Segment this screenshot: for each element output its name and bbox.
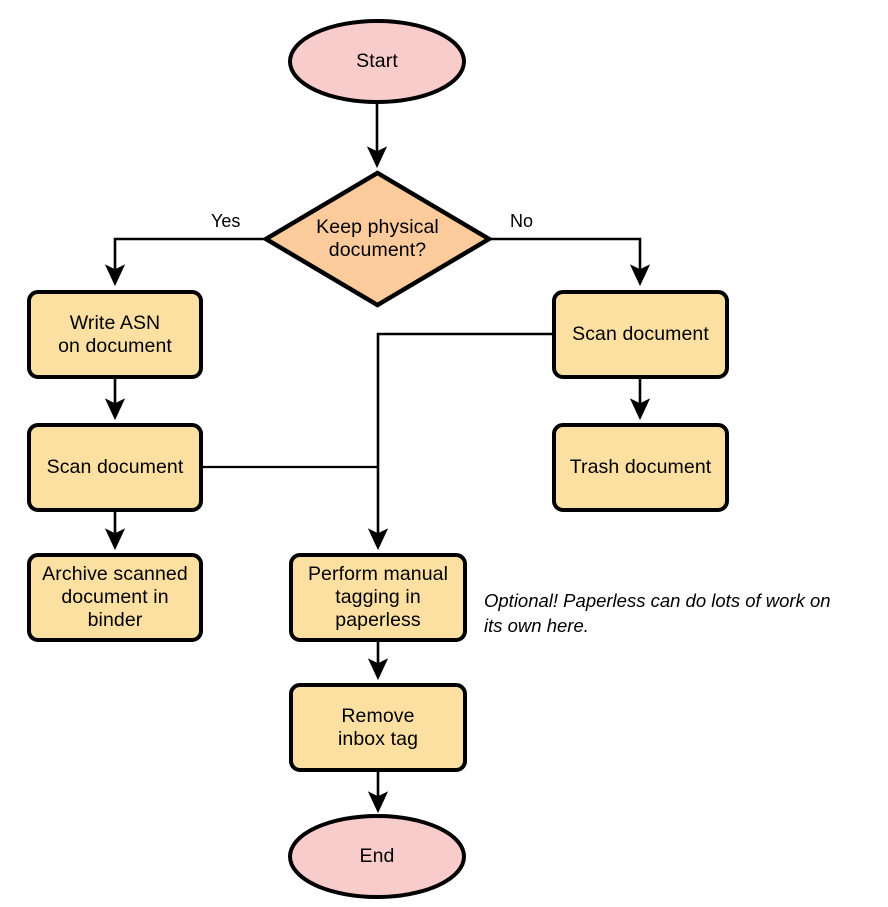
- annotation-optional-note: Optional! Paperless can do lots of work …: [484, 590, 831, 636]
- edge-scan-right-to-manual-tagging: [367, 332, 552, 551]
- edge-decision-yes-to-write-asn: [104, 237, 264, 287]
- node-trash-document[interactable]: [552, 423, 729, 512]
- node-archive-scanned-document[interactable]: [27, 553, 203, 642]
- edge-decision-no-to-scan-right: [491, 237, 651, 287]
- node-keep-physical-document[interactable]: [261, 170, 494, 308]
- edge-label-yes: Yes: [211, 211, 241, 231]
- node-write-asn[interactable]: [27, 290, 203, 379]
- node-scan-document-left[interactable]: [27, 423, 203, 512]
- node-perform-manual-tagging[interactable]: [289, 553, 467, 642]
- node-end[interactable]: [288, 814, 466, 899]
- node-scan-document-right[interactable]: [552, 290, 729, 379]
- node-remove-inbox-tag[interactable]: [289, 683, 467, 772]
- edge-label-no: No: [510, 211, 534, 231]
- node-start[interactable]: [288, 19, 466, 104]
